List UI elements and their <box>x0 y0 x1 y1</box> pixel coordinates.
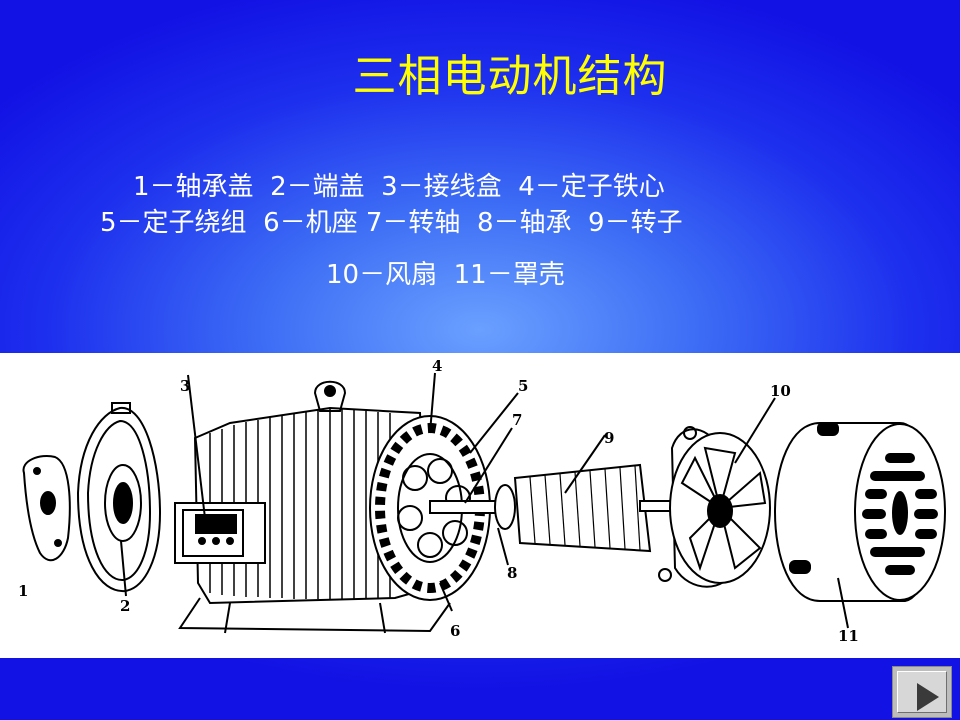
next-slide-button-face <box>897 671 947 713</box>
slide-title: 三相电动机结构 <box>352 51 668 102</box>
fan-part <box>658 397 776 588</box>
end-cover-part <box>76 402 162 597</box>
play-next-icon <box>917 683 939 711</box>
bearing-cover-part <box>22 455 71 562</box>
part-label-6: 6 <box>450 622 460 640</box>
part-label-3: 3 <box>180 377 190 395</box>
legend-line-3: 10－风扇 11－罩壳 <box>326 260 565 290</box>
part-label-10: 10 <box>770 382 791 400</box>
rotor-part <box>429 427 673 566</box>
motor-frame-part <box>174 374 451 634</box>
fan-cover-part <box>774 422 946 629</box>
legend-line-1: 1－轴承盖 2－端盖 3－接线盒 4－定子铁心 <box>133 172 665 202</box>
part-label-8: 8 <box>507 564 517 582</box>
part-label-2: 2 <box>120 597 130 615</box>
part-label-11: 11 <box>838 627 859 645</box>
motor-exploded-diagram: 1 2 3 4 5 6 7 8 9 10 11 <box>0 353 960 658</box>
stator-core-part <box>369 372 519 612</box>
legend-line-2: 5－定子绕组 6－机座 7－转轴 8－轴承 9－转子 <box>100 208 683 238</box>
part-label-7: 7 <box>512 411 522 429</box>
part-label-4: 4 <box>432 357 442 375</box>
part-label-1: 1 <box>18 582 28 600</box>
part-label-5: 5 <box>518 377 528 395</box>
part-label-9: 9 <box>604 429 614 447</box>
next-slide-button[interactable] <box>892 666 952 718</box>
